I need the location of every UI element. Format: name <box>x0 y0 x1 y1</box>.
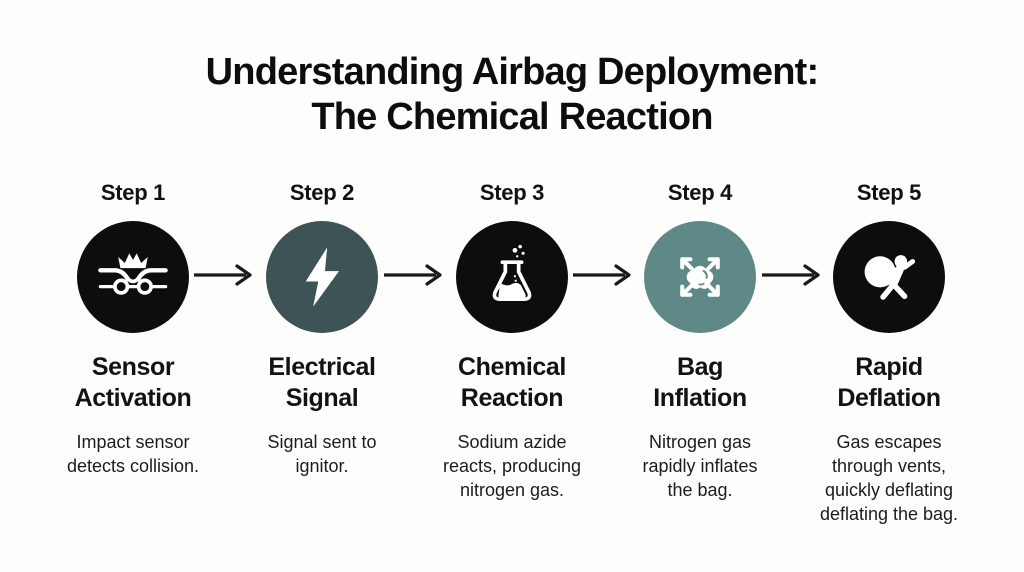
step-icon-circle <box>644 221 756 333</box>
step-description: Impact sensor detects collision. <box>66 432 200 476</box>
flow-arrow <box>573 264 631 286</box>
step-icon-circle <box>456 221 568 333</box>
step-title: Rapid Deflation <box>837 353 941 412</box>
step-title: Sensor Activation <box>74 353 192 412</box>
step-title: Chemical Reaction <box>458 353 566 412</box>
page-title-line-2: The Chemical Reaction <box>311 96 713 138</box>
step-label: Step 1 <box>100 180 166 205</box>
chemical-flask-icon <box>492 244 532 302</box>
step-icon-circle <box>833 221 945 333</box>
flow-arrow <box>384 264 442 286</box>
step-description: Signal sent to ignitor. <box>267 432 377 476</box>
step-label: Step 5 <box>856 180 922 205</box>
flow-arrow <box>762 264 820 286</box>
step-description: Gas escapes through vents, quickly defla… <box>819 432 959 524</box>
step-icon-circle <box>266 221 378 333</box>
flow-arrow <box>194 264 252 286</box>
airbag-person-icon <box>864 255 916 300</box>
step-column-1: Step 1 Sensor Activation Impact sensor d… <box>38 180 228 476</box>
step-label: Step 2 <box>289 180 355 205</box>
step-icon-circle <box>77 221 189 333</box>
lightning-bolt-icon <box>305 247 340 307</box>
step-column-2: Step 2 Electrical Signal Signal sent to … <box>227 180 417 476</box>
step-description: Sodium azide reacts, producing nitrogen … <box>442 432 582 500</box>
step-title: Electrical Signal <box>268 353 376 412</box>
page-title: Understanding Airbag Deployment: The Che… <box>0 50 1024 140</box>
step-column-4: Step 4 <box>605 180 795 500</box>
step-label: Step 4 <box>667 180 733 205</box>
step-column-5: Step 5 Rapid Deflation Gas escapes throu… <box>794 180 984 524</box>
step-column-3: Step 3 Chemical Reaction Sodium azide re… <box>417 180 607 500</box>
page-title-line-1: Understanding Airbag Deployment: <box>205 51 820 93</box>
step-description: Nitrogen gas rapidly inflates the bag. <box>642 432 758 500</box>
inflating-bag-expand-icon <box>680 257 720 297</box>
car-crash-icon <box>98 253 168 295</box>
step-title: Bag Inflation <box>653 353 747 412</box>
step-label: Step 3 <box>479 180 545 205</box>
